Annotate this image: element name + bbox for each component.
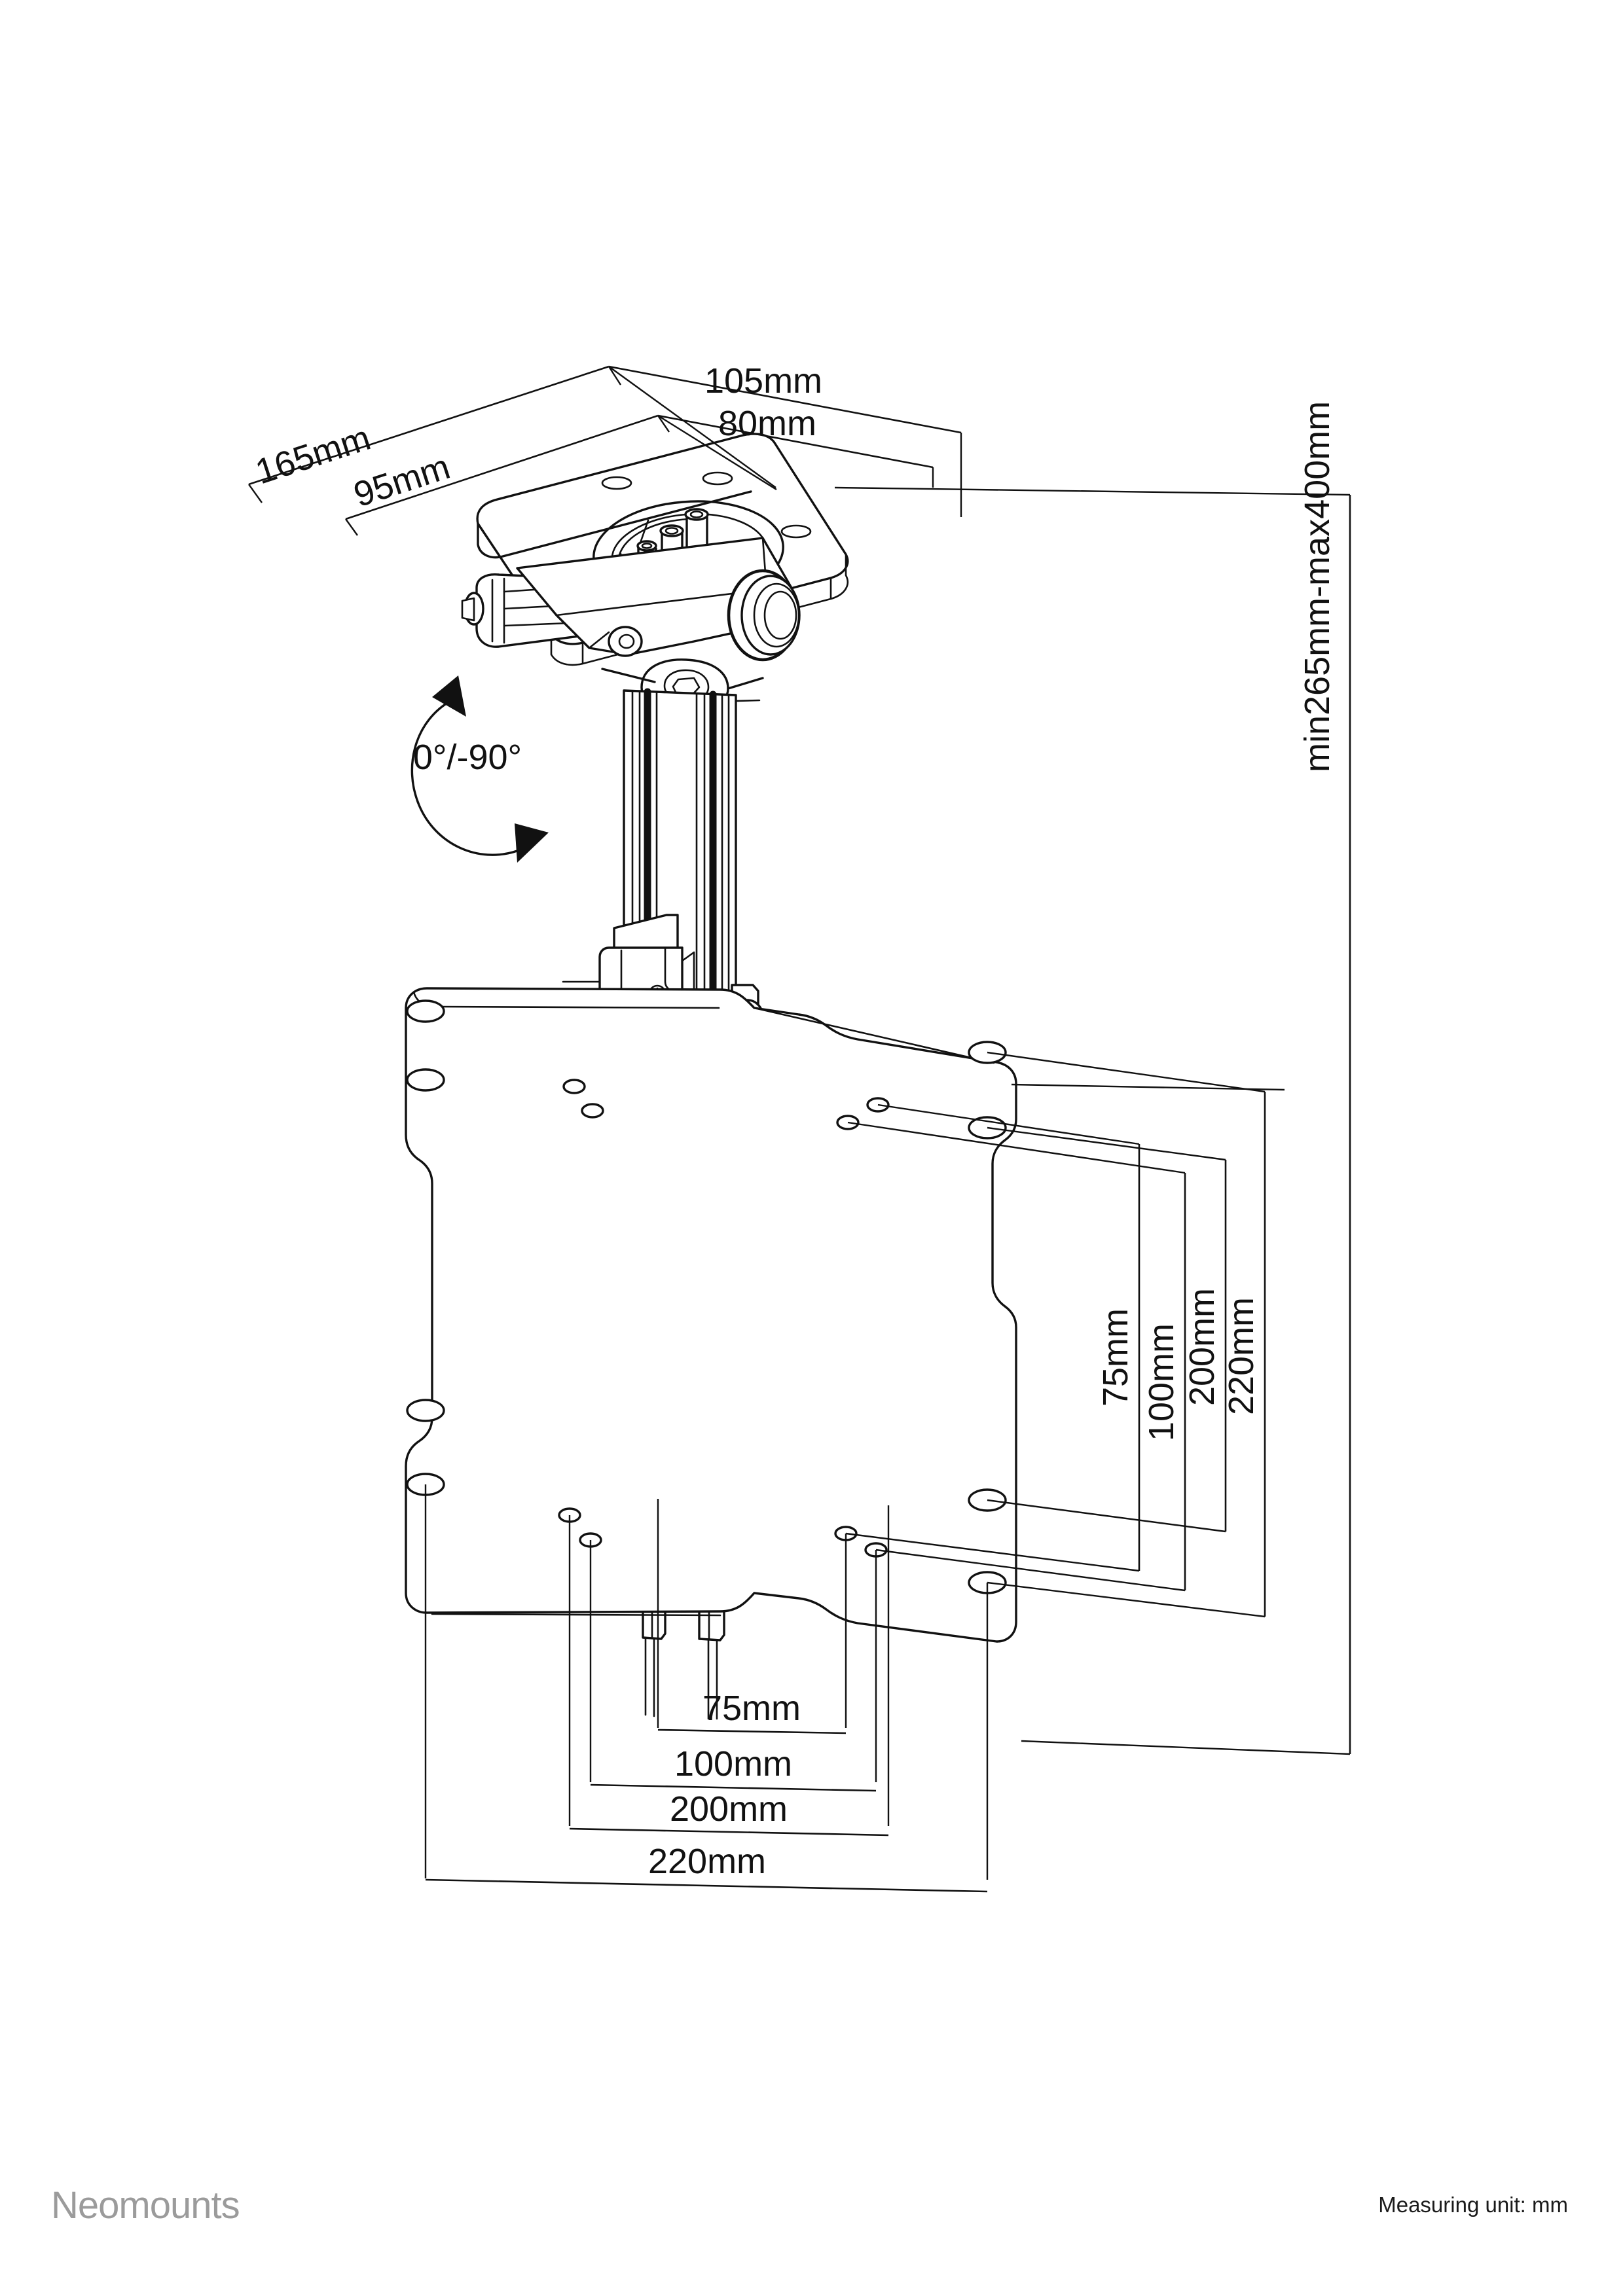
dim-label-height-range: min265mm-max400mm xyxy=(1298,401,1337,772)
dimension-horizontal-220mm: 220mm xyxy=(425,1842,988,1893)
extension-lines-vertical-dims xyxy=(845,1051,1266,1618)
dimension-vertical-75mm: 75mm xyxy=(1096,1144,1140,1571)
measuring-unit-note: Measuring unit: mm xyxy=(1378,2193,1568,2217)
dim-label-h-75mm: 75mm xyxy=(702,1689,801,1728)
dimension-horizontal-100mm: 100mm xyxy=(590,1744,877,1792)
dim-label-h-100mm: 100mm xyxy=(674,1744,792,1784)
dimension-vertical-100mm: 100mm xyxy=(1142,1173,1186,1590)
dim-label-h-200mm: 200mm xyxy=(670,1789,788,1829)
dimension-105mm: 105mm xyxy=(608,361,962,517)
tilt-head-assembly xyxy=(461,537,801,712)
dim-label-tilt-angle: 0°/-90° xyxy=(413,738,522,777)
dimension-horizontal-200mm: 200mm xyxy=(569,1789,889,1837)
dim-label-v-75mm: 75mm xyxy=(1096,1308,1135,1407)
dim-label-v-200mm: 200mm xyxy=(1182,1288,1222,1406)
brand-logo-neomounts: Neomounts xyxy=(51,2184,240,2227)
dimension-vertical-220mm: 220mm xyxy=(1222,1092,1266,1617)
dimension-95mm: 95mm xyxy=(345,414,670,536)
tilt-angle-indicator: 0°/-90° xyxy=(410,675,549,863)
dim-label-v-100mm: 100mm xyxy=(1142,1323,1181,1441)
dim-label-h-220mm: 220mm xyxy=(648,1842,766,1881)
dimension-horizontal-75mm: 75mm xyxy=(657,1689,847,1734)
dimension-height-range: min265mm-max400mm xyxy=(834,401,1351,1755)
footer: Neomounts Measuring unit: mm xyxy=(0,2145,1623,2296)
dim-label-105mm: 105mm xyxy=(704,361,822,401)
extension-lines-horizontal-dims xyxy=(424,1484,989,1880)
dim-label-v-220mm: 220mm xyxy=(1222,1297,1261,1415)
dimension-vertical-200mm: 200mm xyxy=(1182,1160,1227,1532)
